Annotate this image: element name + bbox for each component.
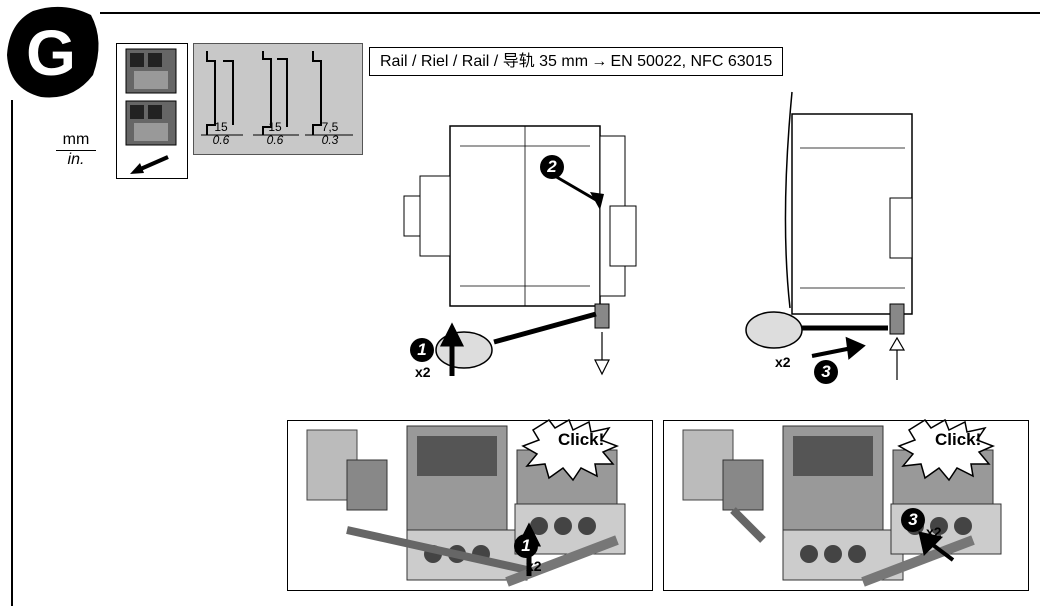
rail-caption: Rail / Riel / Rail / 导轨 35 mm → EN 50022… <box>369 47 784 76</box>
unit-legend: mm in. <box>56 131 96 169</box>
arrow-right-icon <box>811 336 866 360</box>
section-letter: G <box>26 17 76 89</box>
rail-profile-shapes <box>201 51 353 136</box>
arrow-up-icon <box>439 322 465 376</box>
click-label-left: Click! <box>558 430 605 449</box>
arrow-up-icon <box>888 336 906 380</box>
contactor-stack-illustration <box>116 43 188 179</box>
step-two-badge: 2 <box>540 155 564 179</box>
mounting-drawing <box>745 91 913 380</box>
multiplier-bottom-left: x2 <box>526 558 542 574</box>
click-label-right: Click! <box>935 430 982 449</box>
removal-drawing <box>403 125 637 376</box>
arrow-diagonal-icon <box>918 531 955 562</box>
screwdriver-icon <box>745 311 888 349</box>
multiplier-left: x2 <box>415 364 431 380</box>
unit-metric: mm <box>56 131 96 151</box>
step-three-badge-right: 3 <box>814 360 838 384</box>
step-one-badge-left: 1 <box>410 338 434 362</box>
step-three-badge-bottom: 3 <box>901 508 925 532</box>
multiplier-right: x2 <box>775 354 791 370</box>
starburst-icon <box>897 418 996 482</box>
left-rule <box>11 100 13 606</box>
section-badge: G <box>7 6 99 98</box>
unit-imperial: in. <box>67 151 85 168</box>
multiplier-bottom-right: x2 <box>926 524 942 540</box>
click-photo-left <box>287 418 653 591</box>
step-one-badge-bottom: 1 <box>514 534 538 558</box>
rail-profile-panel <box>193 43 363 155</box>
starburst-icon <box>521 418 620 482</box>
top-rule <box>100 12 1040 14</box>
arrow-down-icon <box>594 332 610 376</box>
